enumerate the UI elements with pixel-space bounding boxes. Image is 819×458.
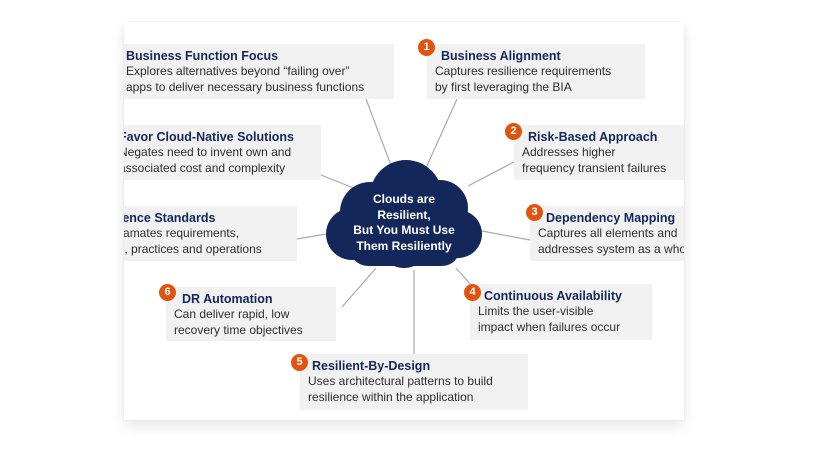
center-cloud-shape — [326, 160, 482, 268]
connector-resilience-standards — [296, 233, 327, 240]
node-desc-line: Limits the user-visible — [478, 304, 594, 318]
node-title: Continuous Availability — [484, 289, 622, 303]
center-line: Them Resiliently — [356, 238, 452, 253]
connector-risk-based-approach — [467, 161, 515, 187]
step-badge-6: 6 — [159, 284, 176, 301]
step-badge-1: 1 — [418, 39, 435, 56]
node-desc-line: Captures resilience requirements — [435, 64, 612, 78]
node-desc-line: Negates need to invent own and — [124, 145, 292, 159]
diagram-card: Business Function Focus Explores alterna… — [124, 22, 684, 420]
node-dependency-mapping: Dependency Mapping Captures all elements… — [530, 206, 684, 261]
node-desc-line: associated cost and complexity — [124, 160, 286, 175]
node-title: Risk-Based Approach — [528, 130, 658, 144]
node-desc-line: recovery time objectives — [174, 322, 303, 337]
connector-business-function-focus — [365, 98, 393, 169]
node-business-function-focus: Business Function Focus Explores alterna… — [124, 44, 394, 99]
center-line: Clouds are — [372, 192, 435, 206]
node-desc-line: Amalgamates requirements, — [124, 226, 240, 240]
node-desc-line: Addresses higher — [522, 145, 616, 159]
step-badge-4: 4 — [464, 284, 481, 301]
node-title: Business Function Focus — [126, 49, 279, 63]
center-line: But You Must Use — [353, 223, 455, 237]
node-desc-line: Uses architectural patterns to build — [308, 374, 493, 388]
node-desc-line: apps to deliver necessary business funct… — [126, 79, 365, 94]
node-desc-line: impact when failures occur — [478, 319, 621, 334]
connector-favor-cloud-native — [320, 174, 357, 190]
node-title: DR Automation — [182, 292, 273, 306]
node-desc-line: addresses system as a whole — [538, 241, 684, 256]
node-desc-line: resilience within the application — [308, 389, 474, 404]
node-title: Dependency Mapping — [546, 211, 676, 225]
node-resilient-by-design: Resilient-By-Design Uses architectural p… — [300, 354, 528, 410]
step-badge-5: 5 — [291, 354, 308, 371]
node-favor-cloud-native: Favor Cloud-Native Solutions Negates nee… — [124, 125, 321, 180]
node-title: Favor Cloud-Native Solutions — [124, 130, 295, 144]
node-desc-line: design, practices and operations — [124, 241, 262, 256]
connector-business-alignment — [425, 98, 458, 169]
node-desc-line: Explores alternatives beyond “failing ov… — [126, 64, 350, 78]
node-dr-automation: DR Automation Can deliver rapid, low rec… — [166, 287, 336, 341]
node-desc-line: Captures all elements and — [538, 226, 678, 240]
step-badge-2: 2 — [505, 123, 522, 140]
node-title: Resilient-By-Design — [312, 359, 431, 373]
node-desc-line: by first leveraging the BIA — [435, 79, 572, 94]
connector-dr-automation — [341, 267, 377, 308]
node-continuous-availability: Continuous Availability Limits the user-… — [470, 284, 652, 340]
node-resilience-standards: Resilience Standards Amalgamates require… — [124, 206, 297, 261]
center-line: Resilient, — [377, 207, 431, 222]
node-desc-line: Can deliver rapid, low — [174, 307, 290, 321]
node-desc-line: frequency transient failures — [522, 160, 667, 175]
node-title: Business Alignment — [441, 49, 561, 63]
connector-dependency-mapping — [481, 230, 531, 241]
node-title: Resilience Standards — [124, 211, 216, 225]
node-risk-based-approach: Risk-Based Approach Addresses higher fre… — [514, 125, 684, 180]
node-business-alignment: Business Alignment Captures resilience r… — [427, 44, 645, 99]
connector-continuous-availability — [455, 267, 473, 287]
center-cloud-label: Clouds are Resilient, But You Must Use T… — [329, 192, 479, 254]
connector-lines — [296, 98, 531, 354]
step-badge-3: 3 — [526, 204, 543, 221]
